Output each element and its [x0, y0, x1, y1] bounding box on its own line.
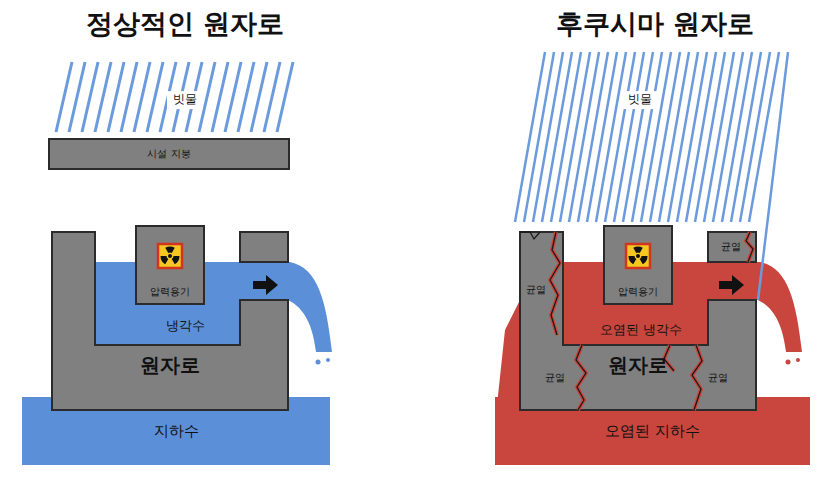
rain-stroke: [722, 52, 752, 222]
rain-stroke: [108, 62, 124, 132]
rain-stroke: [264, 62, 280, 132]
crack: [692, 345, 702, 410]
reactor-wall: [708, 232, 756, 262]
hazard-sign: [168, 254, 172, 258]
crack-label: 균열: [526, 284, 546, 296]
rain-stroke: [758, 52, 788, 300]
node-label: 원자로: [140, 352, 200, 379]
rain-stroke: [605, 52, 635, 222]
rain-stroke: [95, 62, 111, 132]
rain-stroke: [56, 62, 72, 132]
rain-stroke: [623, 52, 653, 222]
crack: [576, 345, 586, 410]
rain-stroke: [134, 62, 150, 132]
crack: [550, 232, 560, 335]
rain-stroke: [212, 62, 228, 132]
hazard-sign: [626, 244, 650, 268]
region-label: 냉각수: [166, 319, 205, 334]
crack: [746, 232, 753, 262]
node-label: 오염된 지하수: [605, 422, 700, 441]
node-label: 원자로: [608, 352, 668, 379]
rain-stroke: [731, 52, 761, 222]
rain-stroke: [632, 52, 662, 222]
rain-stroke: [614, 52, 644, 222]
flow-arrow: [253, 275, 278, 295]
node-label: 압력용기: [150, 285, 190, 299]
rain-stroke: [713, 52, 743, 222]
reactor: 원자로 압력용기: [52, 225, 288, 410]
roof-box: 시설 지붕: [48, 138, 290, 170]
rain-stroke: [569, 52, 599, 222]
crack: [692, 345, 702, 410]
hazard-sign: [158, 244, 182, 268]
reactor-wall: [240, 232, 288, 262]
rain-stroke: [238, 62, 254, 132]
rain-stroke: [641, 52, 671, 222]
pressure-vessel: 압력용기: [603, 225, 673, 305]
region-label: 오염된 냉각수: [600, 323, 682, 338]
radiation-icon: [155, 241, 185, 271]
rain-stroke: [551, 52, 581, 222]
rain-stroke: [587, 52, 617, 222]
hazard-sign: [633, 246, 643, 252]
rain-stroke: [596, 52, 626, 222]
hazard-sign: [165, 246, 175, 252]
rain-stroke: [560, 52, 590, 222]
hazard-sign: [640, 256, 648, 264]
crack: [520, 232, 540, 239]
hazard-sign: [629, 256, 637, 264]
rain-stroke: [677, 52, 707, 222]
rain-stroke: [695, 52, 725, 222]
rain-stroke: [82, 62, 98, 132]
crack: [576, 345, 586, 410]
pressure-vessel: 압력용기: [135, 225, 205, 305]
node-label: 시설 지붕: [147, 147, 190, 161]
reactor-wall: [52, 232, 288, 410]
crack-label: 균열: [545, 372, 565, 384]
region-label: 빗물: [622, 91, 658, 109]
rain-stroke: [578, 52, 608, 222]
rain-stroke: [704, 52, 734, 222]
node-label: 압력용기: [618, 285, 658, 299]
rain-stroke: [515, 52, 545, 222]
rain-stroke: [686, 52, 716, 222]
rain-stroke: [147, 62, 163, 132]
rain-stroke: [121, 62, 137, 132]
rain-stroke: [740, 52, 770, 222]
node-label: 지하수: [154, 422, 199, 441]
reactor-wall: [520, 232, 756, 410]
hazard-sign: [161, 256, 169, 264]
hazard-sign: [636, 254, 640, 258]
hazard-sign: [172, 256, 180, 264]
rain-stroke: [524, 52, 554, 222]
rain-stroke: [542, 52, 572, 222]
rain-stroke: [251, 62, 267, 132]
rain-stroke: [650, 52, 680, 222]
rain-stroke: [533, 52, 563, 222]
crack-label: 균열: [708, 372, 728, 384]
crack-label: 균열: [721, 241, 741, 253]
diagram-heading: 정상적인 원자로: [86, 8, 284, 39]
rain-stroke: [749, 52, 779, 222]
crack: [550, 232, 560, 335]
rain-stroke: [69, 62, 85, 132]
flow-arrow: [719, 275, 744, 295]
region-label: 빗물: [167, 91, 203, 109]
radiation-icon: [623, 241, 653, 271]
crack: [746, 232, 753, 262]
diagram-heading: 후쿠시마 원자로: [556, 8, 754, 39]
rain-stroke: [277, 62, 293, 132]
rain-stroke: [225, 62, 241, 132]
rain-stroke: [659, 52, 689, 222]
rain-stroke: [668, 52, 698, 222]
